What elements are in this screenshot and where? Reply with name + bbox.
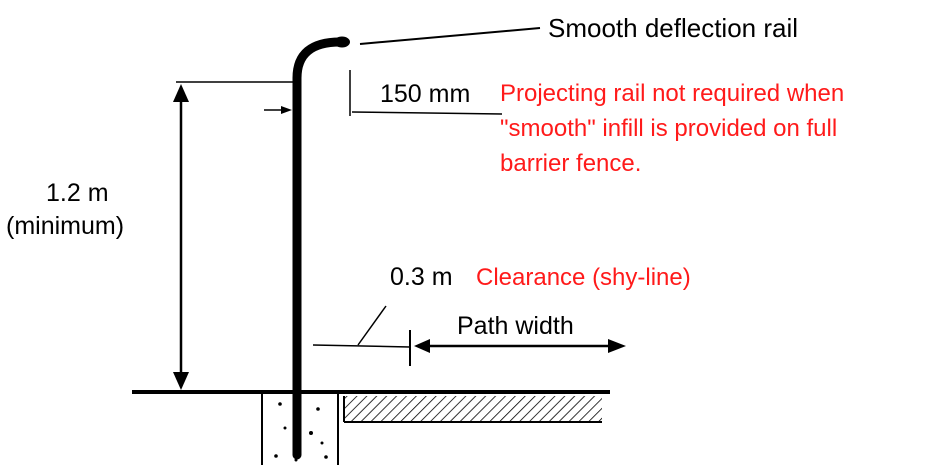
- note-line-1: Projecting rail not required when: [500, 80, 844, 107]
- rail-label: Smooth deflection rail: [548, 13, 798, 43]
- clearance-name-label: Clearance (shy-line): [476, 264, 691, 291]
- height-value-label: 1.2 m: [46, 179, 109, 207]
- height-dimension: [173, 81, 296, 390]
- path-width-arrow: [414, 339, 626, 353]
- clearance-dimension: [312, 305, 411, 366]
- projection-dimension: [264, 70, 503, 116]
- note-line-2: "smooth" infill is provided on full: [500, 115, 837, 142]
- rail-end-cap: [334, 36, 350, 48]
- height-qualifier-label: (minimum): [6, 212, 124, 240]
- rail-leader: [359, 27, 541, 45]
- path-surface: [343, 396, 602, 423]
- note-line-3: barrier fence.: [500, 150, 641, 177]
- clearance-dim-label: 0.3 m: [390, 263, 453, 291]
- fence-post: [292, 37, 345, 460]
- path-width-label: Path width: [457, 312, 574, 340]
- projection-dim-label: 150 mm: [380, 80, 470, 108]
